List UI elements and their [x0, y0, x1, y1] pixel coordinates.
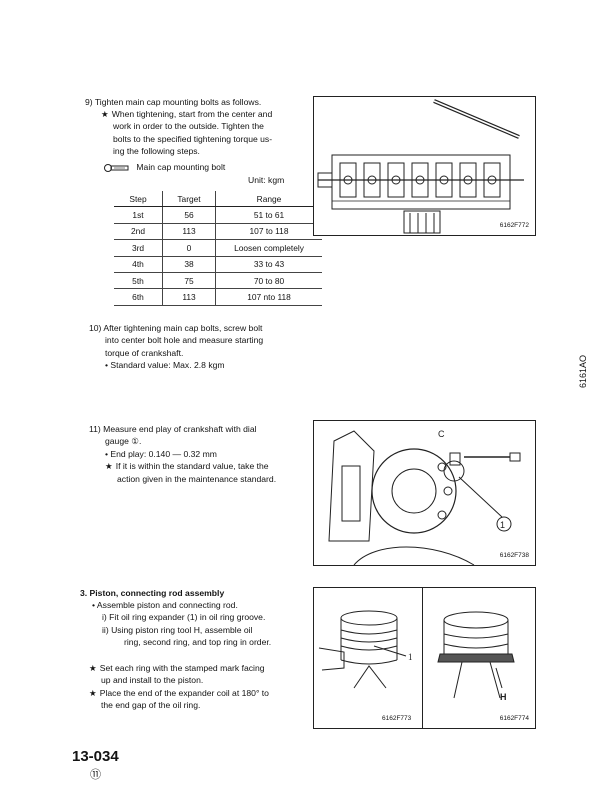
step11-line3: • End play: 0.140 — 0.32 mm — [105, 448, 217, 459]
table-row: 4th 38 33 to 43 — [114, 256, 322, 273]
step9-note-line4: ing the following steps. — [113, 146, 200, 157]
cell-range: 107 to 118 — [215, 223, 322, 241]
section3-notes: Set each ring with the stamped mark faci… — [89, 662, 269, 712]
figure-piston-right-caption: 6162F774 — [499, 715, 529, 722]
section3-step-ii-line2: ring, second ring, and top ring in order… — [124, 637, 272, 648]
section3-note1-line2: up and install to the piston. — [101, 675, 204, 686]
table-row: 2nd 113 107 to 118 — [114, 223, 322, 241]
table-row: 1st 56 51 to 61 — [114, 206, 322, 224]
table-row: 6th 113 107 nto 118 — [114, 288, 322, 306]
section3-step-ii-line1: ii) Using piston ring tool H, assemble o… — [102, 624, 253, 635]
step10-line4: • Standard value: Max. 2.8 kgm — [105, 360, 225, 371]
cell-target: 113 — [162, 288, 216, 306]
label-1-circle: 1 — [500, 520, 505, 530]
step9-note-line2: work in order to the outside. Tighten th… — [113, 121, 264, 132]
figure-crankshaft: 6162F772 — [313, 96, 536, 236]
cell-target: 38 — [162, 256, 216, 273]
figure-divider — [422, 588, 423, 728]
torque-wrench-icon — [104, 163, 129, 172]
section3-note2-line2: the end gap of the oil ring. — [101, 700, 201, 711]
figure-dial-gauge: C 1 6162F738 — [313, 420, 536, 566]
page-number: 13-034 — [72, 748, 119, 765]
label-h: H — [500, 692, 507, 702]
figure-dial-gauge-caption: 6162F738 — [499, 552, 529, 559]
step10-line2: into center bolt hole and measure starti… — [105, 335, 264, 346]
step9-note-line3: bolts to the specified tightening torque… — [113, 133, 273, 144]
step11: 11) Measure end play of crankshaft with … — [89, 423, 276, 485]
cell-step: 1st — [114, 206, 163, 224]
label-1: 1 — [408, 652, 413, 662]
cell-range: 107 nto 118 — [215, 288, 322, 306]
torque-table: Step Target Range 1st 56 51 to 61 2nd 11… — [114, 191, 322, 306]
col-step: Step — [114, 191, 163, 208]
cell-step: 5th — [114, 272, 163, 290]
step9-note-line1: When tightening, start from the center a… — [101, 108, 273, 120]
cell-range: 33 to 43 — [215, 256, 322, 273]
table-header-row: Step Target Range — [114, 191, 322, 208]
unit-label: Unit: kgm — [248, 175, 285, 185]
step11-line2: gauge ①. — [105, 436, 142, 447]
figure-piston-left-caption: 6162F773 — [382, 715, 412, 722]
cell-target: 56 — [162, 206, 216, 224]
crankshaft-illustration — [317, 99, 524, 234]
cell-step: 4th — [114, 256, 163, 273]
section3-body: • Assemble piston and connecting rod. i)… — [92, 599, 271, 649]
step11-line5: action given in the maintenance standard… — [117, 473, 277, 484]
section3-title: 3. Piston, connecting rod assembly — [80, 588, 225, 598]
section3-note2-line1: Place the end of the expander coil at 18… — [89, 687, 269, 699]
table-row: 5th 75 70 to 80 — [114, 272, 322, 290]
step9-heading: 9) Tighten main cap mounting bolts as fo… — [85, 97, 262, 107]
cell-target: 75 — [162, 272, 216, 290]
section3-step-i: i) Fit oil ring expander (1) in oil ring… — [102, 612, 266, 623]
label-c: C — [438, 429, 445, 439]
step11-line1: 11) Measure end play of crankshaft with … — [89, 424, 257, 434]
col-range: Range — [215, 191, 322, 208]
side-code: 6161AO — [578, 354, 588, 388]
col-target: Target — [162, 191, 216, 208]
cell-step: 2nd — [114, 223, 163, 241]
dial-gauge-illustration: C 1 — [328, 429, 521, 566]
step9-note: When tightening, start from the center a… — [101, 108, 273, 158]
figure-crankshaft-caption: 6162F772 — [499, 222, 529, 229]
section3-bullet: • Assemble piston and connecting rod. — [92, 600, 238, 610]
revision-mark: ⑪ — [90, 768, 101, 781]
cell-step: 3rd — [114, 239, 163, 257]
cell-step: 6th — [114, 288, 163, 306]
piston-illustration: 1 H — [318, 610, 515, 702]
step10-line3: torque of crankshaft. — [105, 347, 184, 358]
cell-target: 0 — [162, 239, 216, 257]
cell-range: 51 to 61 — [215, 206, 322, 224]
cell-range: Loosen completely — [215, 239, 322, 257]
section3-note1-line1: Set each ring with the stamped mark faci… — [89, 662, 269, 674]
cell-target: 113 — [162, 223, 216, 241]
table-row: 3rd 0 Loosen completely — [114, 239, 322, 257]
figure-piston: 1 H 6162F773 6162F774 — [313, 587, 536, 729]
bolt-label: Main cap mounting bolt — [136, 162, 226, 172]
step10: 10) After tightening main cap bolts, scr… — [89, 322, 263, 372]
cell-range: 70 to 80 — [215, 272, 322, 290]
step10-line1: 10) After tightening main cap bolts, scr… — [89, 323, 263, 333]
bolt-label-row: Main cap mounting bolt — [104, 161, 225, 173]
step11-line4: If it is within the standard value, take… — [89, 460, 276, 472]
